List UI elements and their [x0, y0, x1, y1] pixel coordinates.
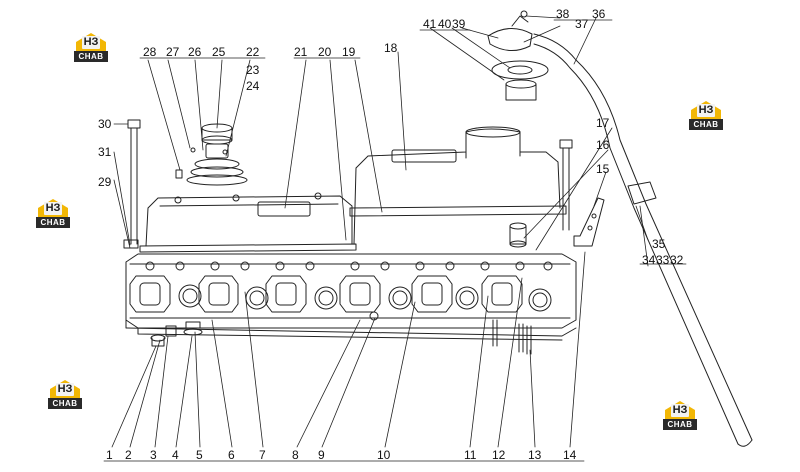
- lifting-bracket: [573, 197, 605, 247]
- callout-22: 22: [246, 45, 260, 59]
- callout-numbers: 1 2 3 4 5 6 7 8 9 10 11 12 13 14 15 16 1…: [98, 7, 684, 462]
- callout-8: 8: [292, 448, 299, 462]
- watermark-logo: НЗ CHAB: [663, 401, 697, 431]
- valve-cover-right: [349, 126, 567, 245]
- head-round-ports: [178, 284, 552, 312]
- callout-2: 2: [125, 448, 132, 462]
- callout-7: 7: [259, 448, 266, 462]
- callout-6: 6: [228, 448, 235, 462]
- callout-31: 31: [98, 145, 112, 159]
- logo-brand: CHAB: [74, 51, 108, 62]
- callout-17: 17: [596, 116, 610, 130]
- head-studs: [492, 319, 532, 355]
- callout-28: 28: [143, 45, 157, 59]
- callout-35: 35: [652, 237, 666, 251]
- callout-1: 1: [106, 448, 113, 462]
- callout-29: 29: [98, 175, 112, 189]
- callout-27: 27: [166, 45, 180, 59]
- logo-mark: НЗ: [697, 104, 715, 117]
- cover-bolts: [123, 119, 573, 249]
- callout-38: 38: [556, 7, 570, 21]
- logo-mark: НЗ: [82, 36, 100, 49]
- head-plug: [369, 311, 379, 321]
- logo-mark: НЗ: [671, 404, 689, 417]
- watermark-logo: НЗ CHAB: [36, 199, 70, 229]
- callout-36: 36: [592, 7, 606, 21]
- callout-11: 11: [464, 448, 477, 462]
- logo-brand: CHAB: [663, 419, 697, 430]
- callout-41: 41: [423, 17, 437, 31]
- callout-32: 32: [670, 253, 684, 267]
- callout-10: 10: [377, 448, 391, 462]
- callout-3: 3: [150, 448, 157, 462]
- callout-26: 26: [188, 45, 202, 59]
- callout-40: 40: [438, 17, 452, 31]
- watermark-logo: НЗ CHAB: [74, 33, 108, 63]
- number-underlines: [103, 19, 687, 462]
- cylinder-head: [125, 253, 577, 355]
- callout-33: 33: [656, 253, 670, 267]
- callout-39: 39: [452, 17, 466, 31]
- callout-21: 21: [294, 45, 308, 59]
- logo-brand: CHAB: [48, 398, 82, 409]
- logo-mark: НЗ: [56, 383, 74, 396]
- leader-lines: [111, 15, 649, 448]
- oil-filler-cap-assembly: [175, 123, 248, 186]
- callout-24: 24: [246, 79, 260, 93]
- callout-15: 15: [596, 162, 610, 176]
- callout-20: 20: [318, 45, 332, 59]
- callout-16: 16: [596, 138, 610, 152]
- callout-25: 25: [212, 45, 226, 59]
- breather-adapter: [487, 10, 549, 101]
- oil-seal: [509, 222, 527, 248]
- valve-cover-left: [139, 192, 357, 253]
- callout-19: 19: [342, 45, 356, 59]
- logo-mark: НЗ: [44, 202, 62, 215]
- logo-brand: CHAB: [689, 119, 723, 130]
- head-bolt-bosses: [145, 261, 553, 271]
- breather-pipe: [533, 33, 753, 447]
- callout-12: 12: [492, 448, 506, 462]
- callout-18: 18: [384, 41, 398, 55]
- callout-34: 34: [642, 253, 656, 267]
- callout-14: 14: [563, 448, 577, 462]
- callout-5: 5: [196, 448, 203, 462]
- watermark-logo: НЗ CHAB: [689, 101, 723, 131]
- callout-9: 9: [318, 448, 325, 462]
- watermark-logo: НЗ CHAB: [48, 380, 82, 410]
- callout-23: 23: [246, 63, 260, 77]
- callout-30: 30: [98, 117, 112, 131]
- logo-brand: CHAB: [36, 217, 70, 228]
- callout-4: 4: [172, 448, 179, 462]
- callout-37: 37: [575, 17, 589, 31]
- callout-13: 13: [528, 448, 542, 462]
